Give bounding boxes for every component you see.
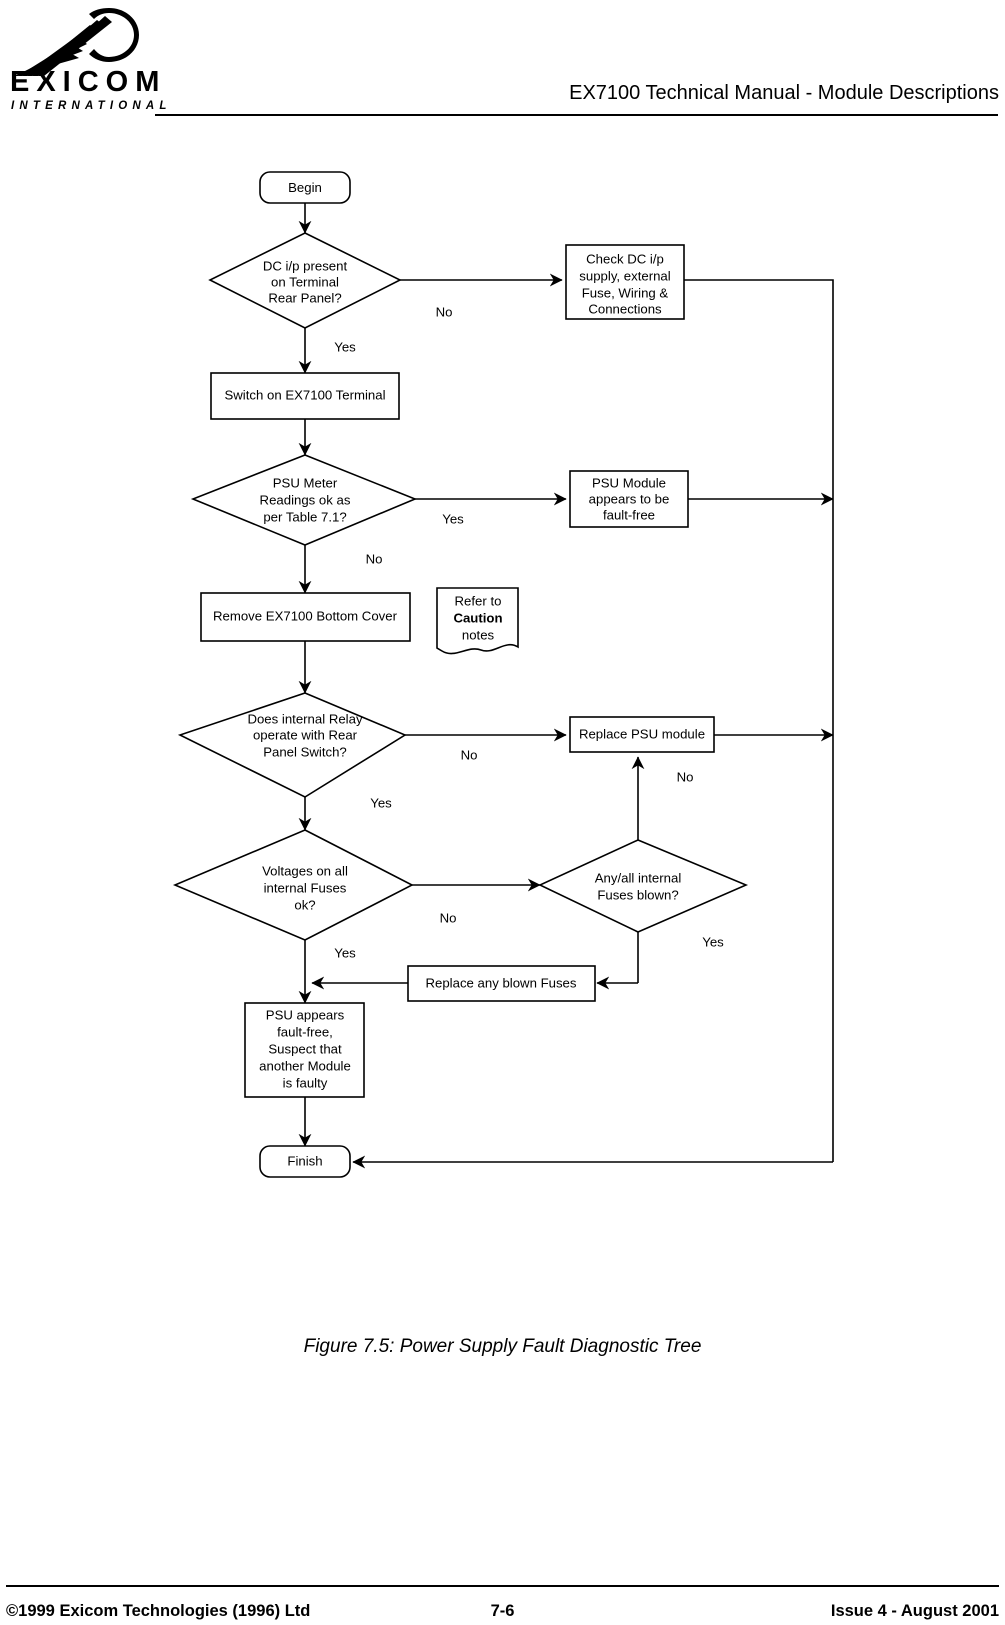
node-switch-on-terminal[interactable]: Switch on EX7100 Terminal bbox=[210, 372, 400, 420]
node-remove-cover-label: Remove EX7100 Bottom Cover bbox=[213, 608, 398, 623]
node-psu-fault-free-line3: fault-free bbox=[603, 507, 655, 522]
node-caution-note[interactable]: Refer to Caution notes bbox=[436, 587, 519, 655]
edge-label-relay-no: No bbox=[461, 747, 478, 762]
node-replace-blown-fuses[interactable]: Replace any blown Fuses bbox=[407, 965, 596, 1002]
node-relay-line1: Does internal Relay bbox=[247, 711, 362, 726]
logo-wordmark: EXICOM bbox=[10, 66, 167, 98]
footer-issue: Issue 4 - August 2001 bbox=[830, 1602, 999, 1620]
node-caution-line3: notes bbox=[462, 627, 495, 642]
node-dc-present-line2: on Terminal bbox=[271, 274, 339, 289]
node-fuses-blown-line2: Fuses blown? bbox=[597, 887, 678, 902]
node-suspect-line2: fault-free, bbox=[277, 1024, 333, 1039]
node-replace-psu-label: Replace PSU module bbox=[579, 726, 705, 741]
node-dc-present-line3: Rear Panel? bbox=[268, 290, 341, 305]
node-relay-line3: Panel Switch? bbox=[263, 744, 347, 759]
logo-tagline: INTERNATIONAL bbox=[11, 100, 172, 112]
node-suspect-line5: is faulty bbox=[283, 1075, 328, 1090]
node-check-dc-line1: Check DC i/p bbox=[586, 251, 664, 266]
node-caution-line2: Caution bbox=[453, 610, 502, 625]
node-suspect-line1: PSU appears bbox=[266, 1007, 345, 1022]
node-check-dc-line2: supply, external bbox=[579, 268, 670, 283]
figure-caption: Figure 7.5: Power Supply Fault Diagnosti… bbox=[303, 1336, 702, 1357]
node-suspect-line4: another Module bbox=[259, 1058, 351, 1073]
node-fuses-blown[interactable]: Any/all internal Fuses blown? bbox=[538, 839, 749, 933]
edge-label-blown-no: No bbox=[677, 769, 694, 784]
node-psu-fault-free-line2: appears to be bbox=[589, 491, 670, 506]
node-remove-bottom-cover[interactable]: Remove EX7100 Bottom Cover bbox=[200, 592, 411, 642]
node-finish-label: Finish bbox=[287, 1153, 322, 1168]
header-divider bbox=[155, 114, 998, 116]
flowchart-figure: Begin DC i/p present on Terminal Rear Pa… bbox=[0, 150, 1005, 1230]
node-replace-fuses-label: Replace any blown Fuses bbox=[425, 975, 576, 990]
footer-copyright: ©1999 Exicom Technologies (1996) Ltd bbox=[6, 1602, 311, 1620]
node-check-dc-supply[interactable]: Check DC i/p supply, external Fuse, Wiri… bbox=[565, 244, 685, 320]
node-psu-meter-readings[interactable]: PSU Meter Readings ok as per Table 7.1? bbox=[190, 454, 418, 546]
page-footer: ©1999 Exicom Technologies (1996) Ltd 7-6… bbox=[0, 1530, 1005, 1625]
node-replace-psu-module[interactable]: Replace PSU module bbox=[569, 716, 715, 753]
node-psu-meter-line1: PSU Meter bbox=[273, 475, 338, 490]
node-fuses-blown-line1: Any/all internal bbox=[595, 870, 682, 885]
company-logo: EXICOM INTERNATIONAL bbox=[8, 6, 188, 116]
node-check-dc-line3: Fuse, Wiring & bbox=[582, 285, 669, 300]
node-voltages-ok[interactable]: Voltages on all internal Fuses ok? bbox=[172, 829, 414, 941]
comet-circle-logo-icon bbox=[13, 8, 139, 76]
node-caution-line1: Refer to bbox=[455, 593, 502, 608]
node-psu-fault-free-line1: PSU Module bbox=[592, 475, 666, 490]
page-title: EX7100 Technical Manual - Module Descrip… bbox=[569, 82, 999, 104]
footer-page-number: 7-6 bbox=[490, 1602, 515, 1620]
edge-label-meter-yes: Yes bbox=[442, 511, 464, 526]
edge-label-relay-yes: Yes bbox=[370, 795, 392, 810]
node-begin-label: Begin bbox=[288, 180, 322, 195]
node-psu-module-fault-free[interactable]: PSU Module appears to be fault-free bbox=[569, 470, 689, 528]
node-check-dc-line4: Connections bbox=[588, 301, 662, 316]
node-dc-present-line1: DC i/p present bbox=[263, 258, 348, 273]
return-bus-vertical bbox=[684, 279, 834, 1162]
node-psu-meter-line3: per Table 7.1? bbox=[263, 509, 346, 524]
edge-label-dc-yes: Yes bbox=[334, 339, 356, 354]
node-voltages-line3: ok? bbox=[294, 897, 315, 912]
edge-label-dc-no: No bbox=[436, 304, 453, 319]
page-header: EXICOM INTERNATIONAL EX7100 Technical Ma… bbox=[0, 0, 1005, 125]
node-suspect-line3: Suspect that bbox=[268, 1041, 342, 1056]
node-begin[interactable]: Begin bbox=[259, 171, 351, 204]
edge-label-blown-yes: Yes bbox=[702, 934, 724, 949]
node-relay-line2: operate with Rear bbox=[253, 727, 358, 742]
node-voltages-line1: Voltages on all bbox=[262, 863, 348, 878]
node-dc-present[interactable]: DC i/p present on Terminal Rear Panel? bbox=[208, 232, 402, 329]
flowchart-canvas: Begin DC i/p present on Terminal Rear Pa… bbox=[172, 171, 834, 1178]
node-finish[interactable]: Finish bbox=[259, 1145, 351, 1178]
node-internal-relay[interactable]: Does internal Relay operate with Rear Pa… bbox=[177, 692, 407, 798]
node-switch-on-label: Switch on EX7100 Terminal bbox=[224, 387, 385, 402]
edge-label-voltages-no: No bbox=[440, 910, 457, 925]
node-psu-meter-line2: Readings ok as bbox=[260, 492, 351, 507]
node-psu-suspect-module[interactable]: PSU appears fault-free, Suspect that ano… bbox=[244, 1002, 365, 1098]
edge-label-voltages-yes: Yes bbox=[334, 945, 356, 960]
edge-label-meter-no: No bbox=[366, 551, 383, 566]
footer-divider bbox=[6, 1585, 999, 1587]
node-voltages-line2: internal Fuses bbox=[264, 880, 347, 895]
